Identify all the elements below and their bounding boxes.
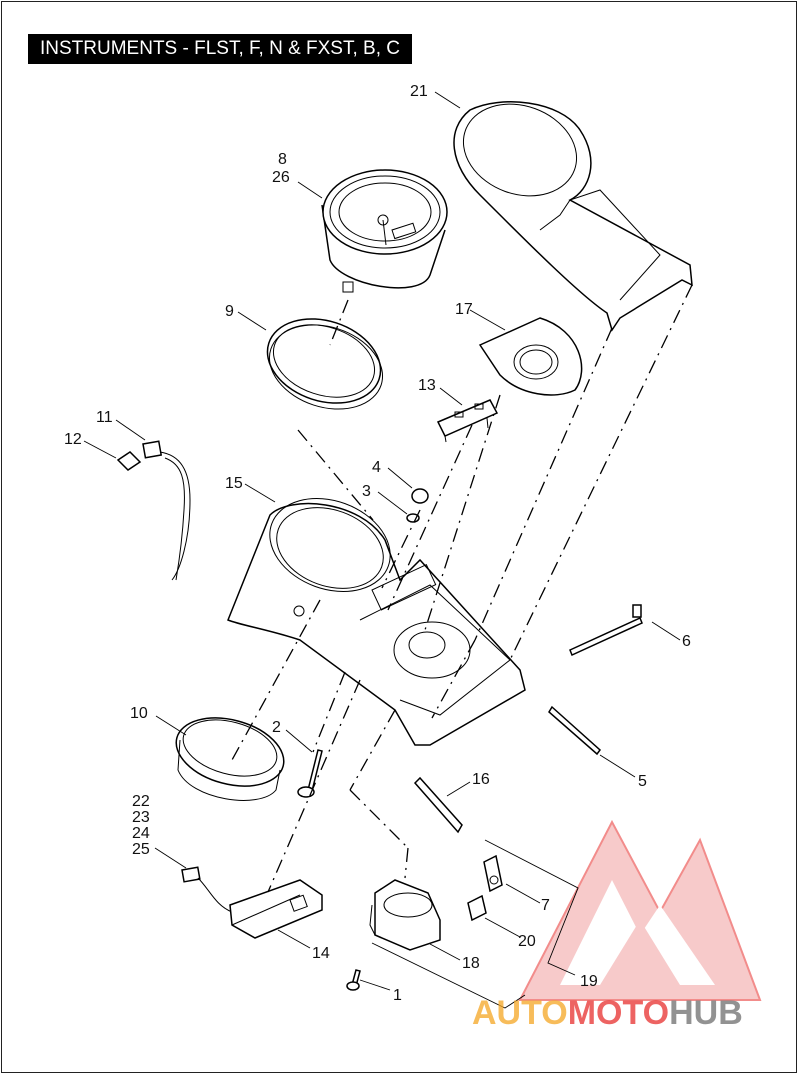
callout-14: 14 [312,945,330,962]
switch-and-wire [116,440,191,581]
screw-1 [346,969,361,991]
watermark-auto: AUTO [472,994,568,1032]
key-20 [467,894,487,922]
cable-strap-6 [569,604,643,657]
callout-25: 25 [132,841,150,858]
key-7 [483,854,503,893]
ignition-switch [369,879,441,951]
callout-1: 1 [393,987,402,1004]
svg-text:AUTOMOTOHUB: AUTOMOTOHUB [472,994,743,1032]
harness-connector [181,866,323,939]
indicator-plate [478,317,583,396]
callout-labels: 21 8 26 9 17 13 11 12 4 3 15 6 10 2 5 16… [64,83,691,1004]
callout-13: 13 [418,377,436,394]
callout-11: 11 [96,409,113,426]
callout-16: 16 [472,771,490,788]
callout-3: 3 [362,483,371,500]
watermark-hub: HUB [669,994,743,1032]
callout-6: 6 [682,633,691,650]
callout-21: 21 [410,83,428,100]
screw-2 [297,749,323,798]
callout-24: 24 [132,825,150,842]
callout-20: 20 [518,933,536,950]
bulb-holder [436,399,499,443]
callout-4: 4 [372,459,381,476]
leader-lines [83,91,681,1009]
callout-8: 8 [278,151,287,168]
console-top-cover [453,101,693,332]
callout-26: 26 [272,169,290,186]
callout-7: 7 [541,897,550,914]
clip-16 [413,776,463,834]
lamp-screw [406,488,429,523]
callout-12: 12 [64,431,82,448]
callout-15: 15 [225,475,243,492]
watermark-logo [518,819,762,1001]
page-title: INSTRUMENTS - FLST, F, N & FXST, B, C [28,34,412,64]
watermark-moto: MOTO [568,994,669,1032]
speedometer-gasket [266,318,384,410]
assembly-centerlines [231,284,693,893]
callout-23: 23 [132,809,150,826]
watermark-text: AUTOMOTOHUB [472,994,743,1032]
callout-5: 5 [638,773,647,790]
cable-tie-5 [548,705,602,756]
speedometer-bracket [175,717,285,801]
console-body [227,498,526,746]
speedometer [321,169,448,293]
callout-9: 9 [225,303,234,320]
callout-18: 18 [462,955,480,972]
callout-10: 10 [130,705,148,722]
callout-2: 2 [272,719,281,736]
callout-19: 19 [580,973,598,990]
callout-22: 22 [132,793,150,810]
callout-17: 17 [455,301,473,318]
